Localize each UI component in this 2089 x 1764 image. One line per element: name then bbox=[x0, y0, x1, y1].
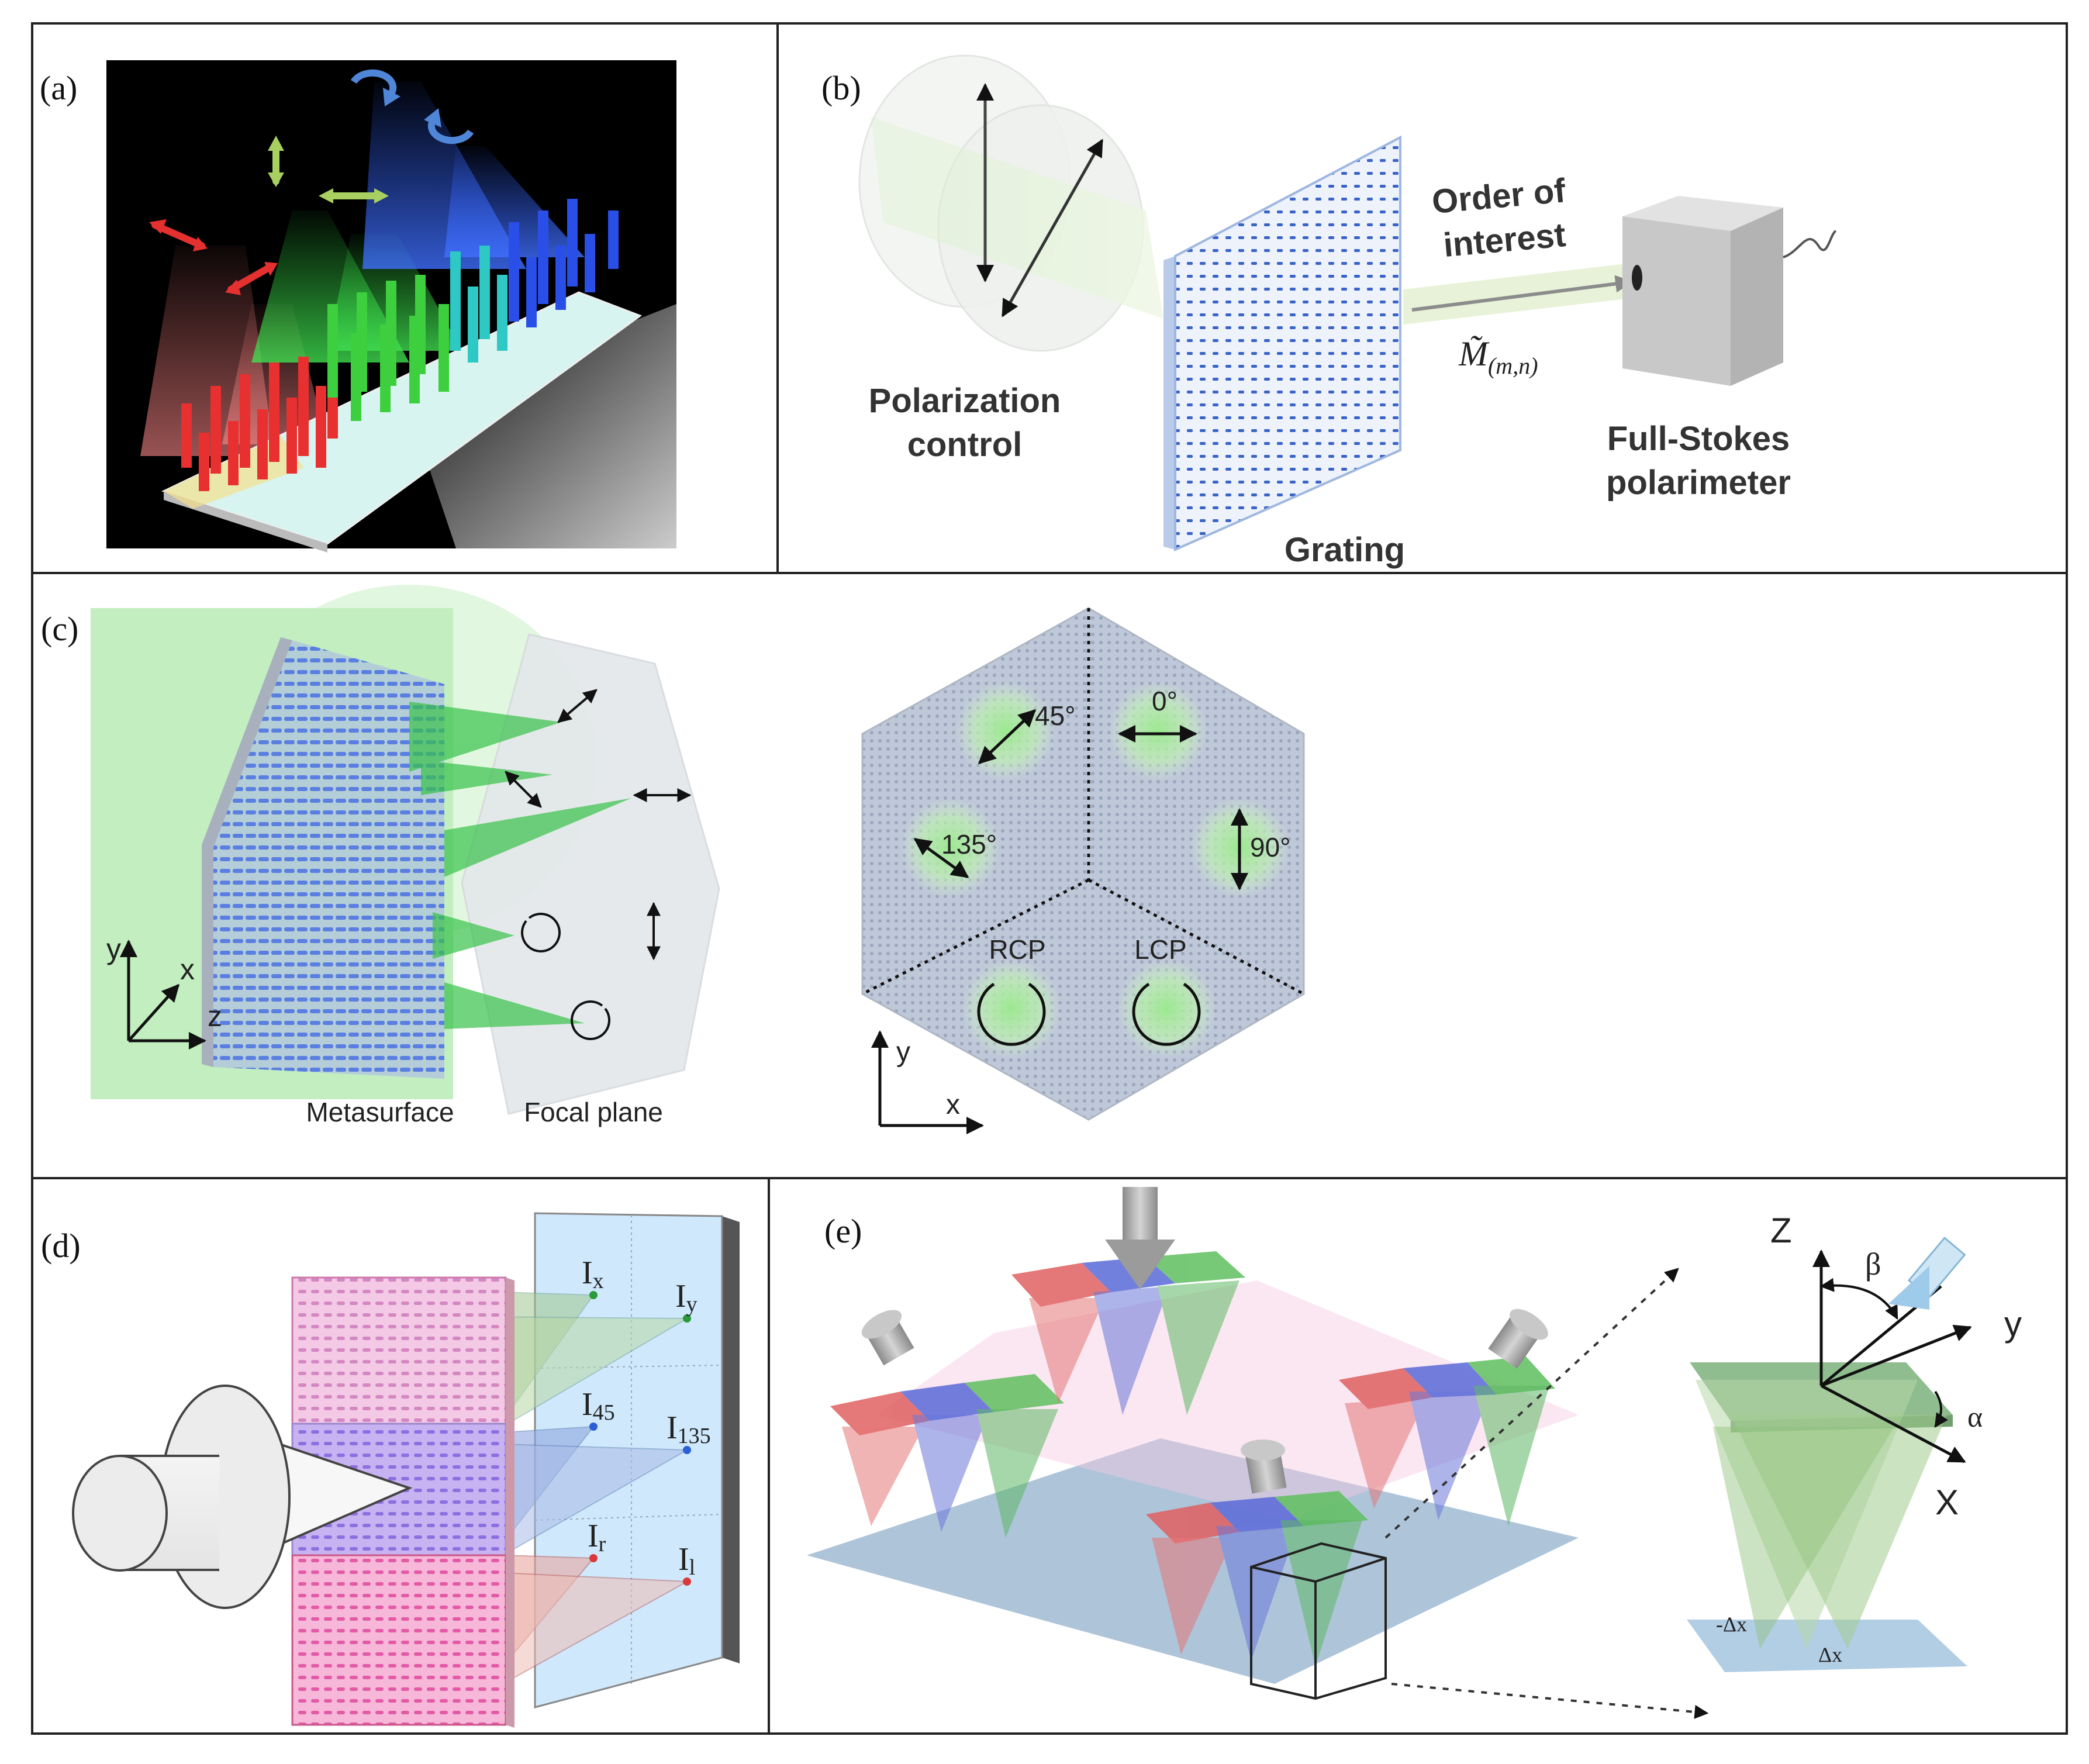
circ-arrowhead-1 bbox=[383, 88, 400, 106]
spot-label-135: 135° bbox=[941, 829, 997, 859]
polarimeter-top bbox=[1622, 196, 1783, 231]
order-of-interest-line-1: Order of bbox=[1430, 171, 1567, 221]
grating-label: Grating bbox=[1285, 531, 1405, 569]
zoom-axis-z-label: Z bbox=[1770, 1211, 1792, 1250]
zoom-cone-2 bbox=[1731, 1415, 1947, 1649]
panel-a: (a) bbox=[40, 60, 676, 553]
focus-dots bbox=[589, 1291, 691, 1586]
focusing-beams bbox=[409, 702, 631, 1029]
shift-pos-label: Δx bbox=[1818, 1643, 1842, 1666]
output-arrow bbox=[1411, 275, 1633, 312]
focal-plane-label: Focal plane bbox=[524, 1097, 663, 1127]
jones-matrix-symbol: M̃(m,n) bbox=[1458, 334, 1538, 379]
polarimeter-line-2: polarimeter bbox=[1606, 464, 1791, 502]
grating bbox=[1174, 135, 1401, 552]
pixel-cones bbox=[842, 1280, 1549, 1666]
spot-polarization-arrows bbox=[913, 709, 1248, 1046]
zoom-line-top bbox=[1384, 1268, 1679, 1539]
panel-c-label: (c) bbox=[41, 610, 78, 648]
spot-label-lcp: LCP bbox=[1134, 934, 1186, 965]
circ-arrowhead-2 bbox=[424, 108, 441, 127]
white-beam bbox=[409, 304, 676, 548]
alpha-arc bbox=[1934, 1390, 1948, 1428]
blue-beam-2 bbox=[444, 146, 585, 257]
intensity-label-r: Ir bbox=[588, 1518, 606, 1556]
polarimeter-front bbox=[1622, 216, 1731, 386]
intensity-label-135: I135 bbox=[667, 1410, 711, 1448]
shift-neg-label: -Δx bbox=[1716, 1613, 1747, 1636]
zoom-axis-y-label: y bbox=[2004, 1304, 2022, 1344]
grating-edge bbox=[1163, 256, 1175, 550]
nanopillars-green bbox=[327, 275, 449, 421]
output-beam bbox=[1403, 263, 1631, 325]
panel-e: (e) bbox=[807, 1187, 2022, 1719]
zoom-axis-x-label: X bbox=[1935, 1483, 1959, 1522]
spot-label-0: 0° bbox=[1152, 686, 1178, 716]
beta-arc bbox=[1819, 1278, 1898, 1320]
hexagon-dividers bbox=[861, 608, 1305, 996]
intensity-label-45: I45 bbox=[582, 1386, 615, 1425]
zoom-base-plate bbox=[1687, 1620, 1967, 1672]
polarimeter-side bbox=[1731, 208, 1783, 386]
incident-arrow bbox=[1888, 1236, 1966, 1310]
hex-axis-x-label: x bbox=[946, 1089, 960, 1120]
metasurface bbox=[213, 640, 444, 1079]
intensity-label-y: Iy bbox=[675, 1278, 698, 1317]
polarimeter-line-1: Full-Stokes bbox=[1607, 420, 1790, 458]
axis-x-label: x bbox=[180, 953, 195, 986]
panel-d-label: (d) bbox=[41, 1227, 81, 1265]
hexagon-axes bbox=[871, 1030, 984, 1134]
axis-y-label: y bbox=[106, 933, 121, 965]
spot-label-90: 90° bbox=[1250, 832, 1291, 862]
axis-z-label: z bbox=[208, 1000, 222, 1033]
nanopillars-blue bbox=[509, 199, 619, 327]
panel-a-substrate-edge bbox=[164, 491, 327, 553]
panel-c-axes bbox=[120, 940, 206, 1050]
intensity-label-x: Ix bbox=[582, 1255, 604, 1293]
panel-b: (b) Polarization control Grating Order o… bbox=[821, 54, 1837, 569]
spot-label-rcp: RCP bbox=[989, 934, 1045, 965]
panel-a-arrowheads bbox=[149, 136, 389, 295]
zoom-line-bottom bbox=[1391, 1683, 1709, 1719]
metasurface-bottom-section bbox=[291, 1554, 507, 1726]
hex-axis-y-label: y bbox=[896, 1037, 910, 1068]
alpha-label: α bbox=[1967, 1400, 1983, 1433]
highlight-box bbox=[1250, 1542, 1387, 1700]
metasurface-side bbox=[202, 637, 292, 1067]
zoom-cone-3 bbox=[1713, 1427, 1894, 1649]
metasurface-edge-d bbox=[506, 1278, 515, 1728]
beta-label: β bbox=[1865, 1247, 1881, 1282]
metasurface-top-section bbox=[291, 1276, 507, 1425]
polarimeter-cable bbox=[1783, 230, 1837, 258]
nanopillars-cyan bbox=[450, 246, 507, 363]
panel-d: (d) Ix Iy I45 I1 bbox=[41, 1212, 740, 1728]
focal-plane bbox=[461, 633, 720, 1115]
intensity-label-l: Il bbox=[678, 1541, 695, 1580]
pixel-tiles bbox=[830, 1251, 1555, 1544]
nanopillars-red bbox=[181, 351, 338, 491]
panel-a-label: (a) bbox=[40, 69, 77, 107]
panel-frames bbox=[31, 22, 2068, 1735]
light-source-end bbox=[72, 1455, 168, 1572]
focal-plane-polarization-markers bbox=[505, 689, 692, 1040]
panel-b-label: (b) bbox=[821, 69, 861, 107]
detector-screen-edge bbox=[722, 1216, 740, 1663]
panel-c: (c) y x bbox=[41, 585, 1305, 1134]
panel-e-label: (e) bbox=[824, 1212, 862, 1250]
order-of-interest-line-2: interest bbox=[1442, 216, 1567, 264]
metasurface-label: Metasurface bbox=[306, 1097, 454, 1127]
spot-label-45: 45° bbox=[1035, 700, 1076, 731]
polarimeter-aperture bbox=[1632, 265, 1642, 291]
polarization-control-line-2: control bbox=[907, 426, 1023, 464]
polarization-arrow-diagonal bbox=[1001, 139, 1104, 317]
illumination-arrows bbox=[861, 1187, 1548, 1494]
polarization-control-line-1: Polarization bbox=[869, 382, 1061, 420]
